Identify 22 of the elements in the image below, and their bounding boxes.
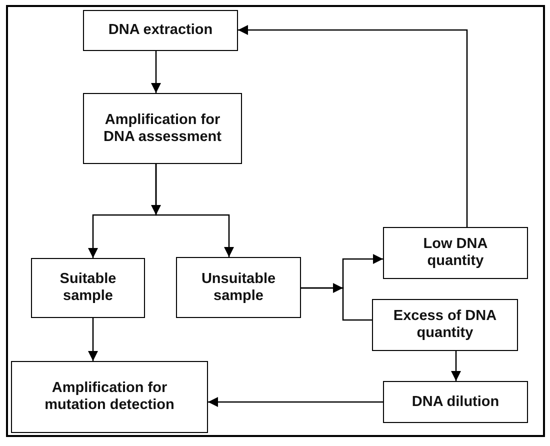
arrow (208, 397, 383, 407)
process-box (383, 227, 528, 279)
arrow (451, 351, 461, 381)
box-label: DNA dilution (412, 394, 500, 410)
process-box (11, 361, 208, 433)
box-label: Amplification for mutation detection (44, 380, 176, 414)
box-label: Suitable sample (58, 271, 118, 305)
process-box (383, 381, 528, 423)
box-label: Unsuitable sample (200, 270, 277, 304)
process-box (83, 93, 242, 164)
arrow (238, 25, 468, 227)
arrow (88, 318, 98, 361)
process-box (176, 257, 301, 318)
arrow (155, 164, 234, 257)
process-box (83, 10, 238, 51)
box-label: Low DNA quantity (422, 236, 489, 270)
box-label: Amplification for DNA assessment (102, 112, 222, 146)
arrow (151, 51, 161, 93)
box-label: DNA extraction (108, 22, 213, 39)
process-box (31, 258, 145, 318)
process-box (372, 299, 518, 351)
box-label: Excess of DNA quantity (392, 308, 498, 342)
